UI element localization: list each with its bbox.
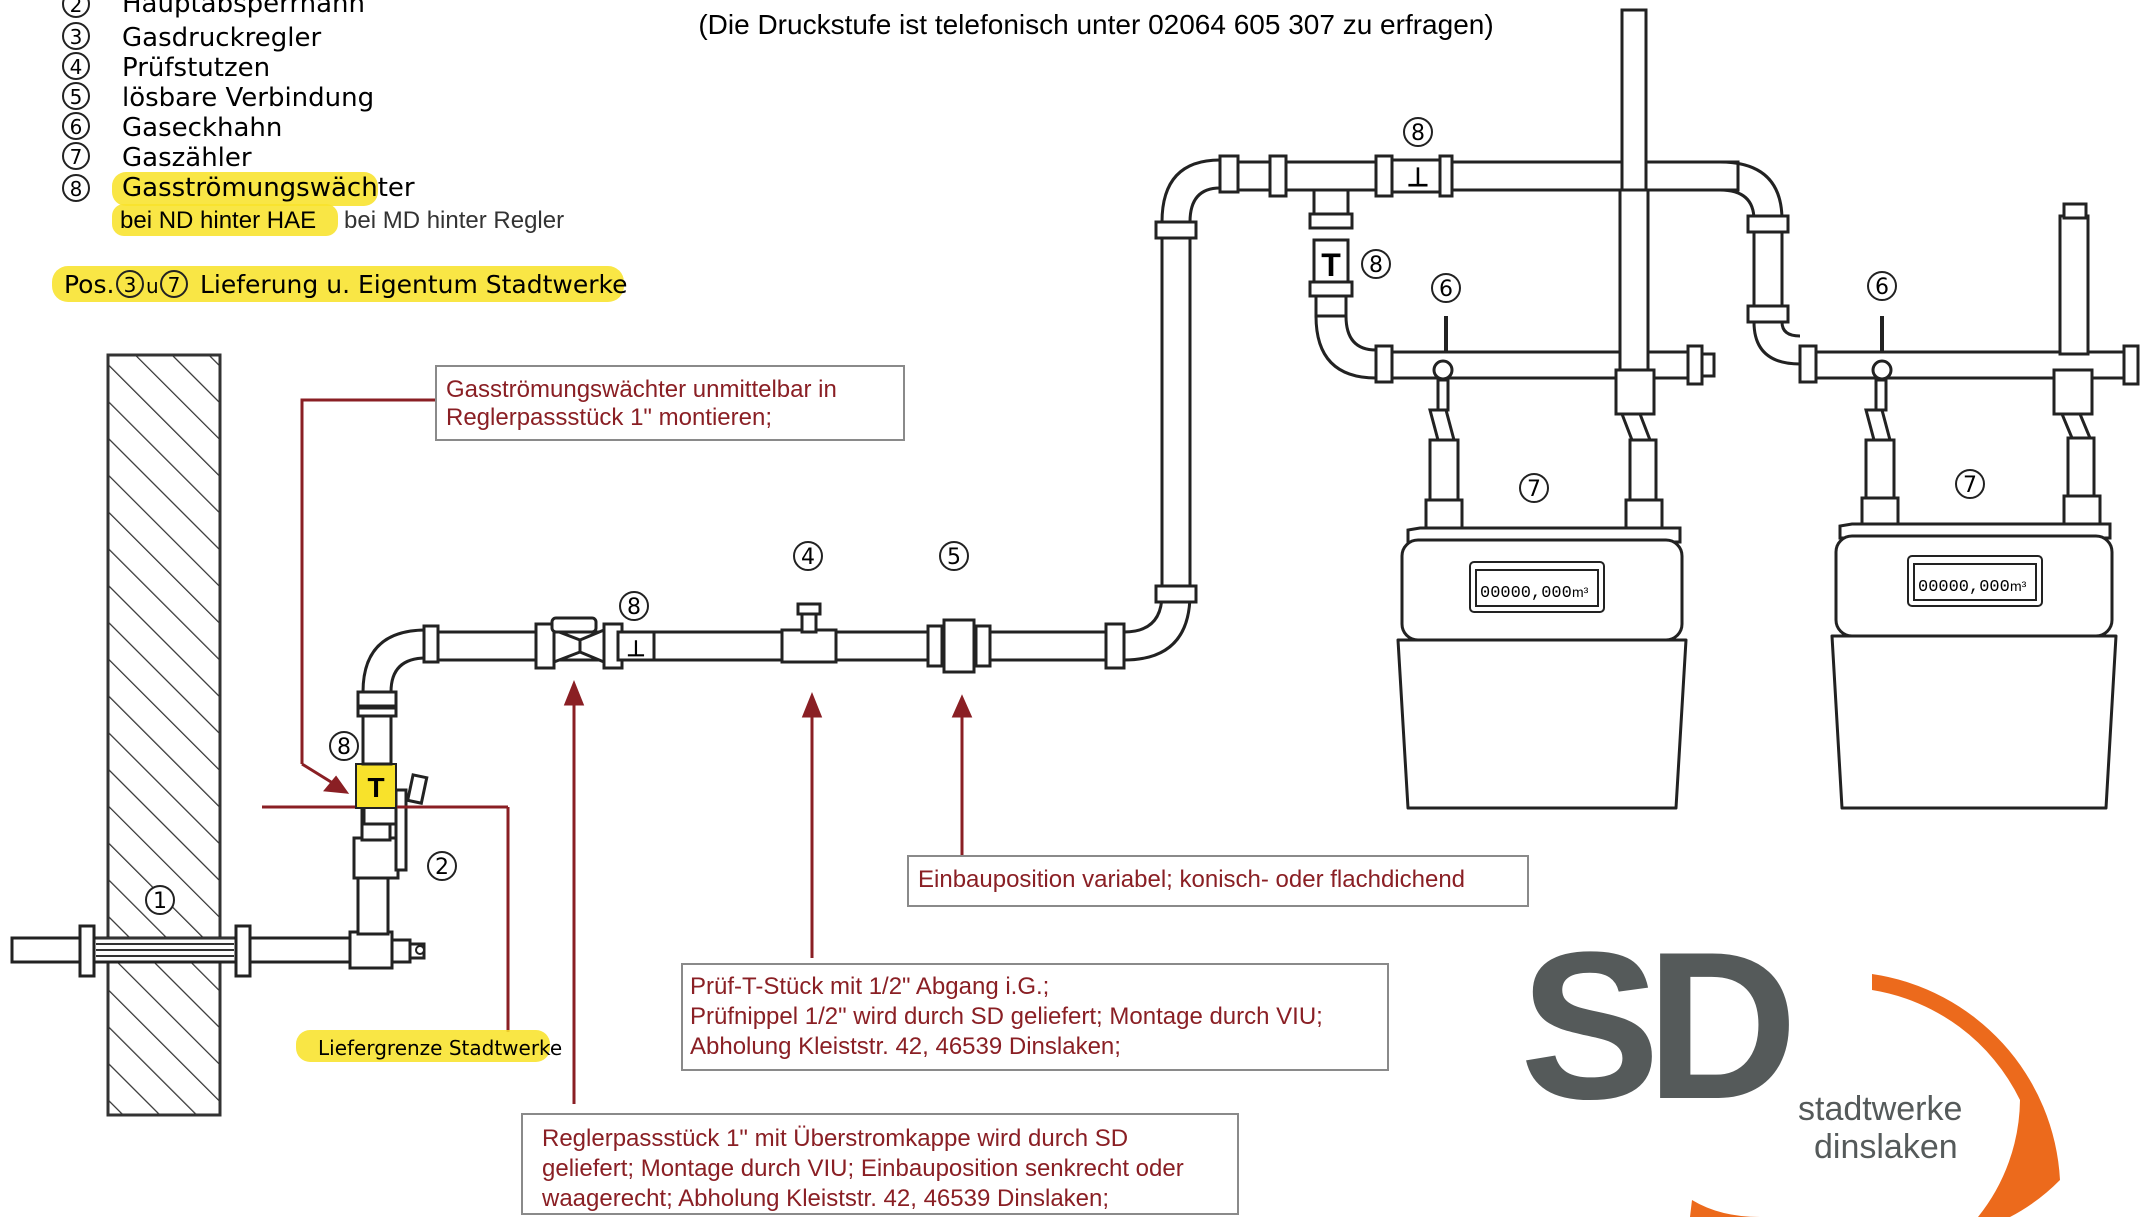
callout-test-tee: Prüf-T-Stück mit 1/2" Abgang i.G.; Prüfn… — [681, 963, 1389, 1071]
building-wall — [106, 353, 222, 1117]
svg-text:7: 7 — [70, 145, 83, 169]
svg-text:8: 8 — [1369, 253, 1383, 278]
svg-text:1: 1 — [153, 889, 167, 914]
svg-text:Prüfstutzen: Prüfstutzen — [122, 53, 270, 83]
svg-text:u: u — [146, 274, 159, 298]
gas-meter-2 — [1830, 202, 2118, 810]
flow-guard-highlight — [355, 763, 397, 809]
svg-text:4: 4 — [70, 55, 83, 79]
svg-text:⊥: ⊥ — [626, 636, 645, 661]
legend-item: 8 Gasströmungswächter — [62, 173, 415, 203]
label-7-b: 7 — [1955, 469, 1985, 499]
svg-text:4: 4 — [801, 545, 815, 570]
svg-text:Gasströmungswächter: Gasströmungswächter — [122, 173, 415, 203]
label-2: 2 — [427, 851, 457, 881]
svg-text:2: 2 — [70, 0, 83, 17]
svg-text:⊥: ⊥ — [1407, 162, 1430, 192]
svg-text:Prüf-T-Stück mit 1/2" Abgang i: Prüf-T-Stück mit 1/2" Abgang i.G.; — [690, 973, 1049, 1000]
svg-text:5: 5 — [70, 85, 83, 109]
svg-text:6: 6 — [1875, 275, 1889, 300]
main-pipe: ⊥ — [436, 602, 1126, 674]
label-7-a: 7 — [1519, 473, 1549, 503]
svg-text:8: 8 — [627, 595, 641, 620]
label-8-riser: 8 — [329, 731, 359, 761]
legend-item: 6 Gaseckhahn — [62, 112, 282, 143]
logo-line2: dinslaken — [1814, 1128, 1958, 1166]
svg-text:Reglerpassstück 1" montieren;: Reglerpassstück 1" montieren; — [446, 404, 772, 431]
svg-text:3: 3 — [70, 25, 83, 49]
service-pipe — [10, 924, 426, 978]
svg-text:7: 7 — [168, 273, 181, 297]
legend: 2 Hauptabsperrhahn 3 Gasdruckregler 4 Pr… — [62, 0, 564, 236]
meter-1-reading: 00000,000 — [1480, 584, 1572, 603]
svg-text:7: 7 — [1963, 473, 1977, 498]
legend-item: 4 Prüfstutzen — [62, 52, 270, 83]
svg-text:Reglerpassstück 1" mit Überstr: Reglerpassstück 1" mit Überstromkappe wi… — [542, 1125, 1128, 1152]
callout-regulator-fitting: Reglerpassstück 1" mit Überstromkappe wi… — [521, 1113, 1239, 1215]
delivery-note: Pos. 3 u 7 Lieferung u. Eigentum Stadtwe… — [52, 266, 627, 302]
legend-item: 5 lösbare Verbindung — [62, 82, 374, 113]
svg-text:geliefert; Montage durch VIU;: geliefert; Montage durch VIU; Einbauposi… — [542, 1155, 1184, 1182]
svg-text:Prüfnippel 1/2" wird durch SD: Prüfnippel 1/2" wird durch SD geliefert;… — [690, 1003, 1323, 1030]
svg-text:T: T — [1321, 247, 1341, 283]
svg-text:7: 7 — [1527, 477, 1541, 502]
svg-text:Abholung Kleiststr. 42, 46539: Abholung Kleiststr. 42, 46539 Dinslaken; — [690, 1033, 1121, 1060]
svg-text:8: 8 — [1411, 121, 1425, 146]
svg-text:Gasdruckregler: Gasdruckregler — [122, 23, 321, 53]
branch-pipe-1: T — [1308, 188, 1716, 386]
gas-meter-1 — [1396, 8, 1688, 810]
sd-logo: SD stadtwerke dinslaken — [1520, 908, 2060, 1217]
rising-pipe — [1123, 154, 1240, 662]
legend-highlight — [112, 172, 378, 206]
legend-note-highlighted: bei ND hinter HAE — [120, 207, 316, 234]
label-6-a: 6 — [1431, 273, 1461, 303]
logo-mark: SD — [1520, 908, 1789, 1143]
svg-text:Gaszähler: Gaszähler — [122, 143, 252, 173]
legend-note-highlight — [112, 204, 338, 236]
svg-text:Liefergrenze Stadtwerke: Liefergrenze Stadtwerke — [318, 1036, 562, 1060]
svg-text:3: 3 — [124, 273, 137, 297]
svg-text:Gaseckhahn: Gaseckhahn — [122, 113, 282, 143]
svg-text:6: 6 — [70, 115, 83, 139]
svg-text:lösbare Verbindung: lösbare Verbindung — [122, 83, 374, 113]
header-note: (Die Druckstufe ist telefonisch unter 02… — [698, 9, 1493, 40]
leader-lines — [300, 398, 973, 1104]
top-pipe: ⊥ — [1236, 154, 1801, 366]
legend-item: 7 Gaszähler — [62, 142, 252, 173]
meter-2-unit: m³ — [2010, 578, 2027, 594]
supply-limit-label: Liefergrenze Stadtwerke — [296, 1030, 562, 1062]
label-1: 1 — [145, 885, 175, 915]
svg-text:Pos.: Pos. — [64, 270, 114, 299]
svg-text:8: 8 — [337, 735, 351, 760]
meter-1-unit: m³ — [1572, 584, 1589, 600]
label-8-branch: 8 — [1361, 249, 1391, 279]
svg-text:Einbauposition variabel; konis: Einbauposition variabel; konisch- oder f… — [918, 866, 1465, 893]
svg-text:Gasströmungswächter unmittelba: Gasströmungswächter unmittelbar in — [446, 376, 837, 403]
callout-flow-guard: Gasströmungswächter unmittelbar in Regle… — [435, 365, 905, 441]
callout-install-position: Einbauposition variabel; konisch- oder f… — [907, 855, 1529, 907]
label-8-main: 8 — [619, 591, 649, 621]
legend-note-rest: bei MD hinter Regler — [344, 207, 564, 234]
t-marker: T — [367, 772, 384, 803]
branch-pipe-2 — [1798, 344, 2140, 386]
label-5: 5 — [939, 541, 969, 571]
svg-text:8: 8 — [70, 177, 83, 201]
meter-2-reading: 00000,000 — [1918, 578, 2010, 597]
svg-text:Hauptabsperrhahn: Hauptabsperrhahn — [122, 0, 365, 19]
label-4: 4 — [793, 541, 823, 571]
svg-text:waagerecht; Abholung Kleiststr: waagerecht; Abholung Kleiststr. 42, 4653… — [541, 1185, 1109, 1212]
legend-item: 2 Hauptabsperrhahn — [62, 0, 365, 19]
svg-text:5: 5 — [947, 545, 961, 570]
label-8-top: 8 — [1403, 117, 1433, 147]
logo-line1: stadtwerke — [1798, 1090, 1962, 1128]
legend-item: 3 Gasdruckregler — [62, 22, 321, 53]
svg-text:6: 6 — [1439, 277, 1453, 302]
label-6-b: 6 — [1867, 271, 1897, 301]
riser-pipe — [356, 624, 440, 766]
drawing-labels: 1 2 8 8 4 5 8 8 6 6 7 7 — [145, 117, 1985, 915]
svg-text:Lieferung u. Eigentum Stadtwer: Lieferung u. Eigentum Stadtwerke — [200, 270, 627, 299]
logo-arc — [1872, 974, 2060, 1217]
svg-text:2: 2 — [435, 855, 449, 880]
